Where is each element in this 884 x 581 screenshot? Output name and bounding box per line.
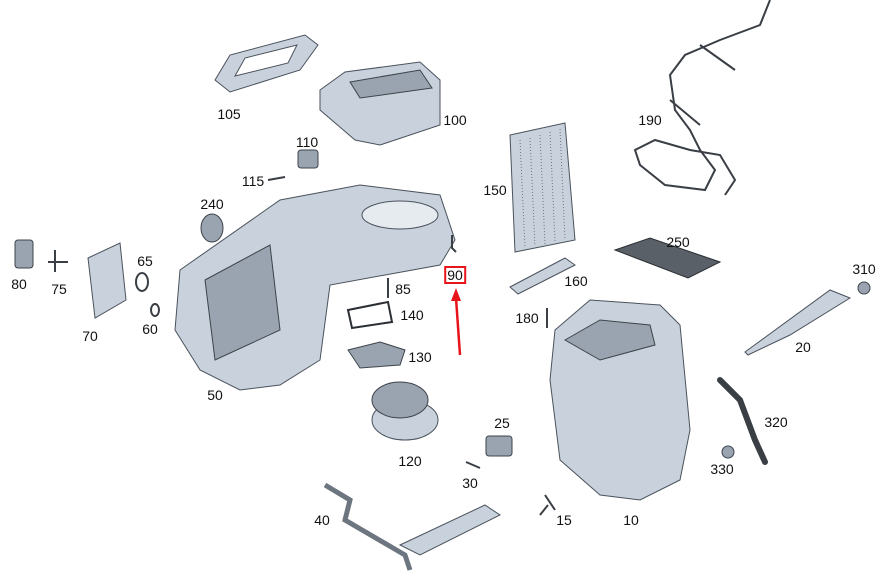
part-40-heater-pipes[interactable] xyxy=(323,482,501,571)
callout-250[interactable]: 250 xyxy=(666,234,690,250)
callout-15[interactable]: 15 xyxy=(556,512,572,528)
part-15-clip[interactable] xyxy=(539,494,556,516)
callout-70[interactable]: 70 xyxy=(82,328,98,344)
callout-65[interactable]: 65 xyxy=(137,253,153,269)
part-330-grommet[interactable] xyxy=(721,445,735,459)
part-250-gasket[interactable] xyxy=(613,237,722,279)
part-50-heater-housing[interactable] xyxy=(174,184,456,391)
callout-180[interactable]: 180 xyxy=(515,310,539,326)
part-75-clip[interactable] xyxy=(48,250,68,272)
callout-80[interactable]: 80 xyxy=(11,276,27,292)
part-160-cover[interactable] xyxy=(509,257,576,295)
part-105-frame[interactable] xyxy=(214,34,319,93)
part-240-seal[interactable] xyxy=(200,213,224,243)
callout-30[interactable]: 30 xyxy=(462,475,478,491)
callout-110[interactable]: 110 xyxy=(295,134,319,150)
part-140-seal[interactable] xyxy=(346,300,394,330)
part-115-screw[interactable] xyxy=(267,176,286,181)
highlight-arrow xyxy=(451,288,462,356)
callout-90-highlighted[interactable]: 90 xyxy=(444,266,466,284)
part-10-evaporator-housing[interactable] xyxy=(549,299,691,501)
part-25-actuator[interactable] xyxy=(485,435,513,457)
part-100-housing[interactable] xyxy=(319,61,441,146)
part-110-actuator[interactable] xyxy=(297,149,319,169)
callout-140[interactable]: 140 xyxy=(400,307,424,323)
part-30-screw[interactable] xyxy=(465,461,481,469)
callout-85[interactable]: 85 xyxy=(395,281,411,297)
callout-310[interactable]: 310 xyxy=(852,261,876,277)
callout-105[interactable]: 105 xyxy=(217,106,241,122)
callout-40[interactable]: 40 xyxy=(314,512,330,528)
part-130-resistor[interactable] xyxy=(347,341,406,369)
part-70-bracket[interactable] xyxy=(87,242,127,319)
callout-150[interactable]: 150 xyxy=(483,182,507,198)
part-90-sensor[interactable] xyxy=(451,235,457,253)
callout-120[interactable]: 120 xyxy=(398,453,422,469)
part-150-cabin-filter[interactable] xyxy=(509,122,576,253)
part-60-o-ring[interactable] xyxy=(150,303,160,317)
callout-50[interactable]: 50 xyxy=(207,387,223,403)
callout-190[interactable]: 190 xyxy=(638,112,662,128)
callout-160[interactable]: 160 xyxy=(564,273,588,289)
callout-115[interactable]: 115 xyxy=(241,173,265,189)
callout-320[interactable]: 320 xyxy=(764,414,788,430)
part-310-plug[interactable] xyxy=(857,281,871,295)
part-80-connector[interactable] xyxy=(14,239,34,269)
part-190-wiring-harness[interactable] xyxy=(633,0,771,196)
part-65-o-ring[interactable] xyxy=(135,272,149,292)
callout-75[interactable]: 75 xyxy=(51,281,67,297)
callout-25[interactable]: 25 xyxy=(494,415,510,431)
callout-100[interactable]: 100 xyxy=(443,112,467,128)
callout-20[interactable]: 20 xyxy=(795,339,811,355)
part-20-duct[interactable] xyxy=(744,289,852,356)
callout-60[interactable]: 60 xyxy=(142,321,158,337)
callout-240[interactable]: 240 xyxy=(200,196,224,212)
callout-330[interactable]: 330 xyxy=(710,461,734,477)
part-120-blower-motor[interactable] xyxy=(371,381,439,441)
callout-130[interactable]: 130 xyxy=(408,349,432,365)
part-320-hose[interactable] xyxy=(717,377,768,465)
callout-10[interactable]: 10 xyxy=(623,512,639,528)
